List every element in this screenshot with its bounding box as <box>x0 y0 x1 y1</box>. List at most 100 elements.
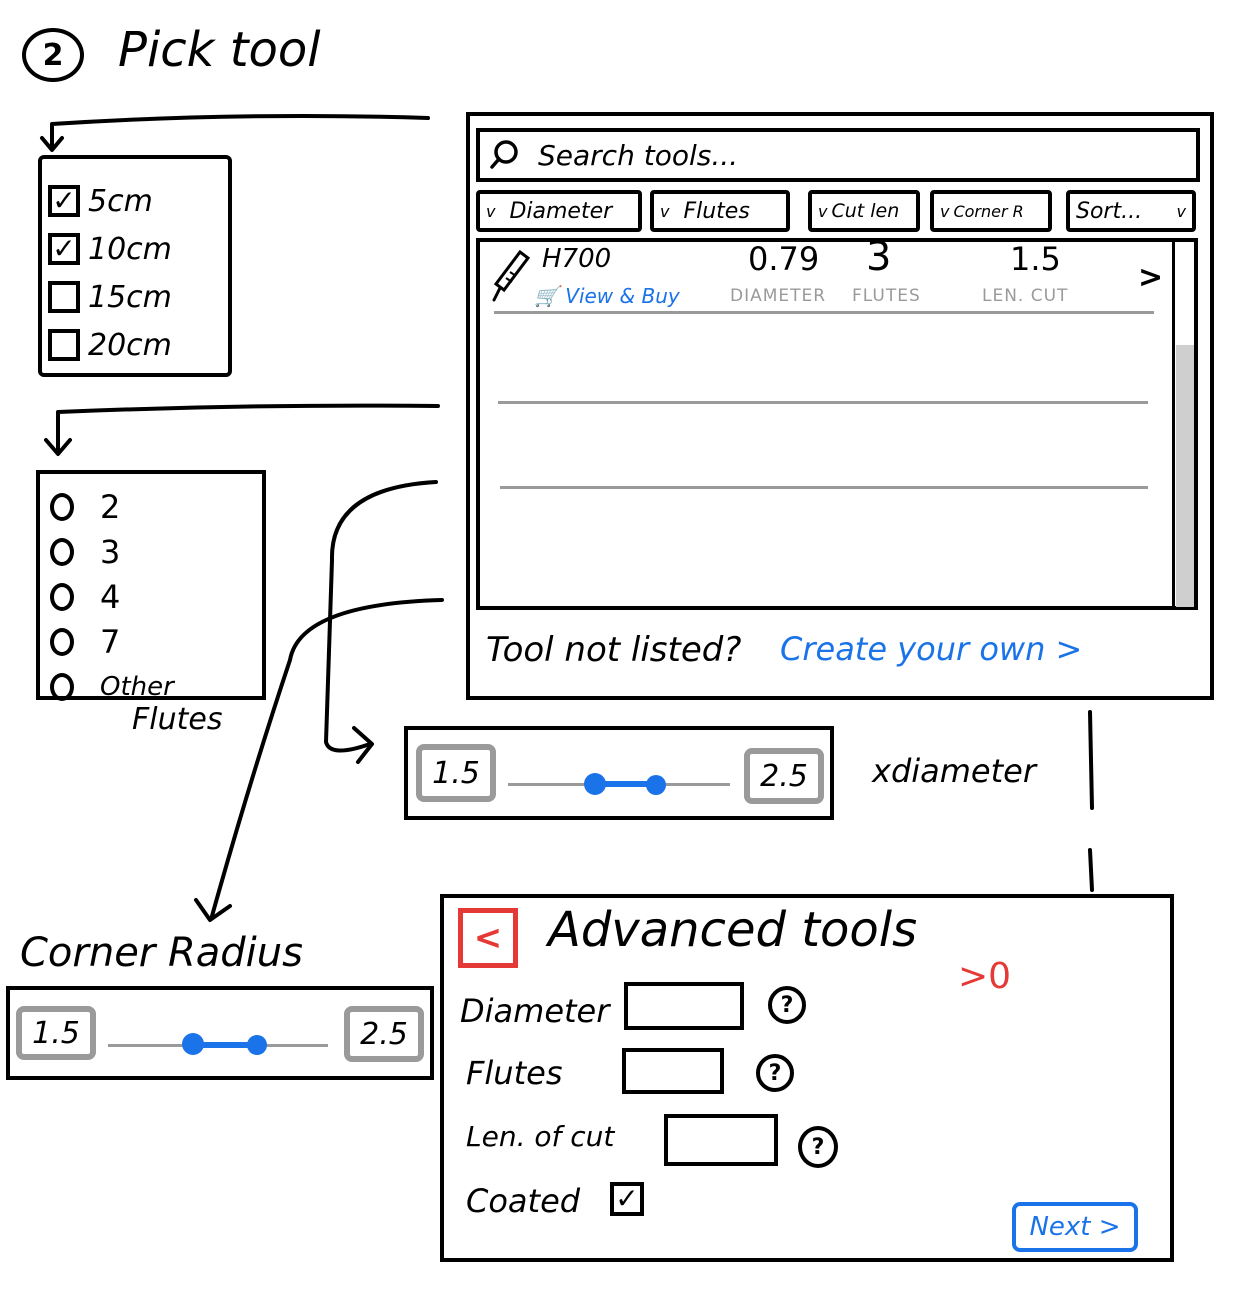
flutes-option-4[interactable]: 4 <box>50 574 262 619</box>
checkbox-checked-icon[interactable]: ✓ <box>48 233 80 265</box>
flutes-option-label: 3 <box>100 532 121 571</box>
search-icon <box>490 140 518 169</box>
diameter-field-label: Diameter <box>460 992 610 1030</box>
advanced-tools-title: Advanced tools <box>548 902 918 958</box>
flutes-option-label: 7 <box>100 622 121 661</box>
coated-label: Coated <box>466 1182 581 1220</box>
flutes-option-7[interactable]: 7 <box>50 619 262 664</box>
slider-handle-min[interactable] <box>182 1033 204 1055</box>
cart-icon: 🛒 <box>534 284 559 308</box>
chevron-down-icon: v <box>486 201 496 221</box>
scrollbar-thumb[interactable] <box>1176 345 1194 607</box>
filter-diameter-button[interactable]: v Diameter <box>476 190 642 232</box>
length-of-cut-field-label: Len. of cut <box>466 1120 615 1153</box>
row-divider <box>498 401 1148 404</box>
flutes-option-other[interactable]: Other <box>50 664 262 709</box>
filter-corner-radius-button[interactable]: v Corner R <box>930 190 1052 232</box>
tool-diameter-label: DIAMETER <box>730 286 827 306</box>
row-divider <box>494 311 1154 314</box>
advanced-tools-panel <box>440 894 1174 1262</box>
slider-handle-max[interactable] <box>646 775 666 795</box>
tool-diameter-value: 0.79 <box>748 240 820 278</box>
cut-length-option-label: 5cm <box>88 183 153 219</box>
row-chevron-right-icon[interactable]: > <box>1138 260 1164 295</box>
filter-label: Corner R <box>953 201 1024 221</box>
coated-checkbox-checked-icon[interactable]: ✓ <box>610 1182 644 1216</box>
filter-cut-length-button[interactable]: v Cut len <box>808 190 920 232</box>
flutes-option-2[interactable]: 2 <box>50 484 262 529</box>
slider-handle-min[interactable] <box>584 773 606 795</box>
radio-icon[interactable] <box>50 582 74 611</box>
view-buy-link[interactable]: 🛒 View & Buy <box>534 284 680 308</box>
next-button[interactable]: Next > <box>1012 1202 1138 1252</box>
cut-length-option-15cm[interactable]: 15cm <box>48 273 228 321</box>
diameter-slider-caption: xdiameter <box>872 752 1036 790</box>
help-icon[interactable]: ? <box>798 1126 838 1168</box>
end-mill-icon <box>492 249 530 302</box>
tool-flutes-value: 3 <box>866 234 892 280</box>
search-input[interactable] <box>536 137 1180 173</box>
flutes-field[interactable] <box>622 1048 724 1094</box>
cut-length-option-5cm[interactable]: ✓ 5cm <box>48 177 228 225</box>
chevron-down-icon: v <box>940 201 950 221</box>
slider-range-fill <box>596 781 658 787</box>
radio-icon[interactable] <box>50 537 74 566</box>
checkbox-unchecked-icon[interactable] <box>48 281 80 313</box>
filter-label: Flutes <box>683 198 750 224</box>
flutes-option-3[interactable]: 3 <box>50 529 262 574</box>
step-title: Pick tool <box>118 22 321 78</box>
radio-icon[interactable] <box>50 672 74 701</box>
length-of-cut-field[interactable] <box>664 1114 778 1166</box>
checkbox-unchecked-icon[interactable] <box>48 329 80 361</box>
radio-icon[interactable] <box>50 627 74 656</box>
checkbox-checked-icon[interactable]: ✓ <box>48 185 80 217</box>
help-icon[interactable]: ? <box>756 1054 794 1092</box>
corner-radius-min-value[interactable]: 1.5 <box>16 1006 96 1060</box>
chevron-down-icon: v <box>818 201 828 221</box>
flutes-option-label: Other <box>100 671 174 702</box>
results-list <box>476 238 1198 610</box>
flutes-caption: Flutes <box>132 702 223 737</box>
help-icon[interactable]: ? <box>768 986 806 1024</box>
cut-length-option-20cm[interactable]: 20cm <box>48 321 228 369</box>
diameter-min-value[interactable]: 1.5 <box>416 744 496 802</box>
cut-length-option-label: 10cm <box>88 231 172 267</box>
tool-not-listed-text: Tool not listed? <box>486 630 742 670</box>
flutes-option-label: 2 <box>100 487 121 526</box>
arrow-to-flutes <box>56 403 440 454</box>
slider-handle-max[interactable] <box>247 1035 267 1055</box>
chevron-down-icon: v <box>1176 201 1186 221</box>
tool-name: H700 <box>542 244 612 274</box>
sort-dropdown[interactable]: Sort... v <box>1066 190 1196 232</box>
flutes-option-label: 4 <box>100 577 121 616</box>
tool-cut-length-label: LEN. CUT <box>982 286 1069 306</box>
create-your-own-link[interactable]: Create your own > <box>780 630 1083 668</box>
tool-flutes-label: FLUTES <box>852 286 921 306</box>
flutes-field-label: Flutes <box>466 1054 563 1092</box>
diameter-field[interactable] <box>624 982 744 1030</box>
diameter-constraint-note: >0 <box>958 956 1012 997</box>
search-bar[interactable] <box>476 128 1200 182</box>
sort-label: Sort... <box>1076 198 1143 224</box>
scrollbar-track[interactable] <box>1172 238 1196 610</box>
arrow-to-diameter-slider <box>324 480 438 753</box>
filter-label: Cut len <box>831 200 900 222</box>
arrow-to-cut-length <box>50 114 430 150</box>
radio-icon[interactable] <box>50 492 74 521</box>
row-divider <box>500 486 1148 489</box>
filter-label: Diameter <box>509 198 613 224</box>
dash-connector-bottom <box>1088 848 1094 892</box>
chevron-down-icon: v <box>660 201 670 221</box>
slider-range-fill <box>194 1042 258 1048</box>
cut-length-option-label: 20cm <box>88 327 172 363</box>
filter-flutes-button[interactable]: v Flutes <box>650 190 790 232</box>
back-button[interactable]: < <box>458 908 518 968</box>
cut-length-option-10cm[interactable]: ✓ 10cm <box>48 225 228 273</box>
dash-connector-top <box>1088 710 1094 810</box>
tool-cut-length-value: 1.5 <box>1010 240 1061 278</box>
step-number-badge: 2 <box>22 28 84 82</box>
corner-radius-max-value[interactable]: 2.5 <box>344 1006 424 1062</box>
diameter-max-value[interactable]: 2.5 <box>744 748 824 804</box>
cut-length-option-label: 15cm <box>88 279 172 315</box>
view-buy-label: View & Buy <box>565 284 680 308</box>
